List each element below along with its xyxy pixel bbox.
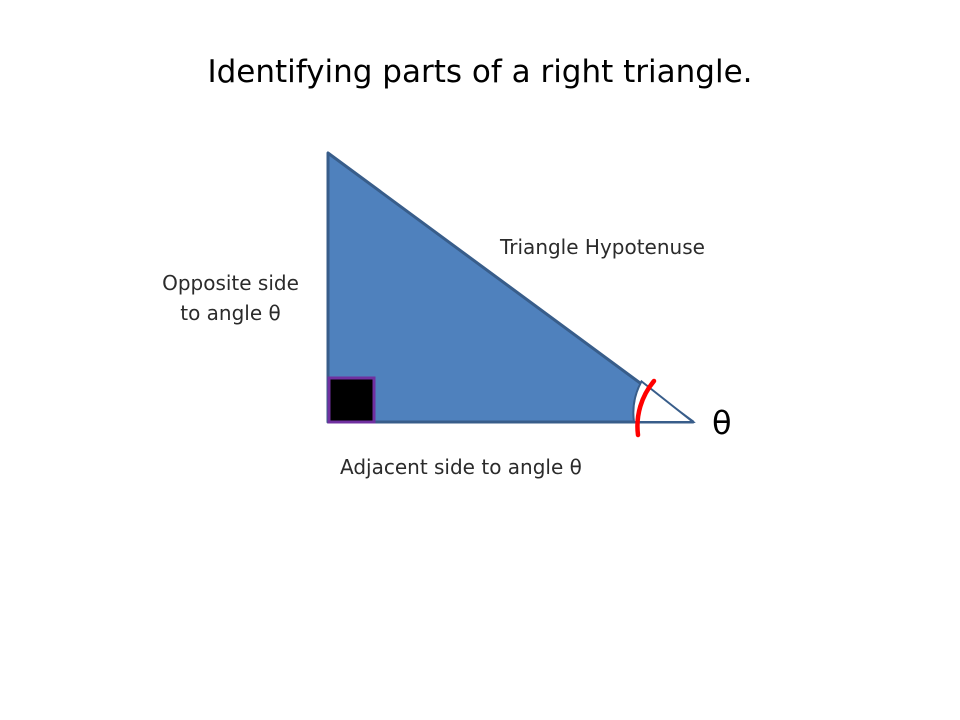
adjacent-side-label: Adjacent side to angle θ [340,455,582,479]
right-triangle [326,151,695,424]
opposite-side-label-line1: Opposite side [162,271,299,295]
opposite-side-label-line2: to angle θ [180,301,281,325]
slide-title: Identifying parts of a right triangle. [207,54,753,90]
opposite-side-label: Opposite side to angle θ [128,268,333,328]
right-angle-marker [327,376,376,424]
hypotenuse-label: Triangle Hypotenuse [500,235,705,259]
angle-arc [635,378,657,438]
theta-symbol: θ [712,404,732,442]
